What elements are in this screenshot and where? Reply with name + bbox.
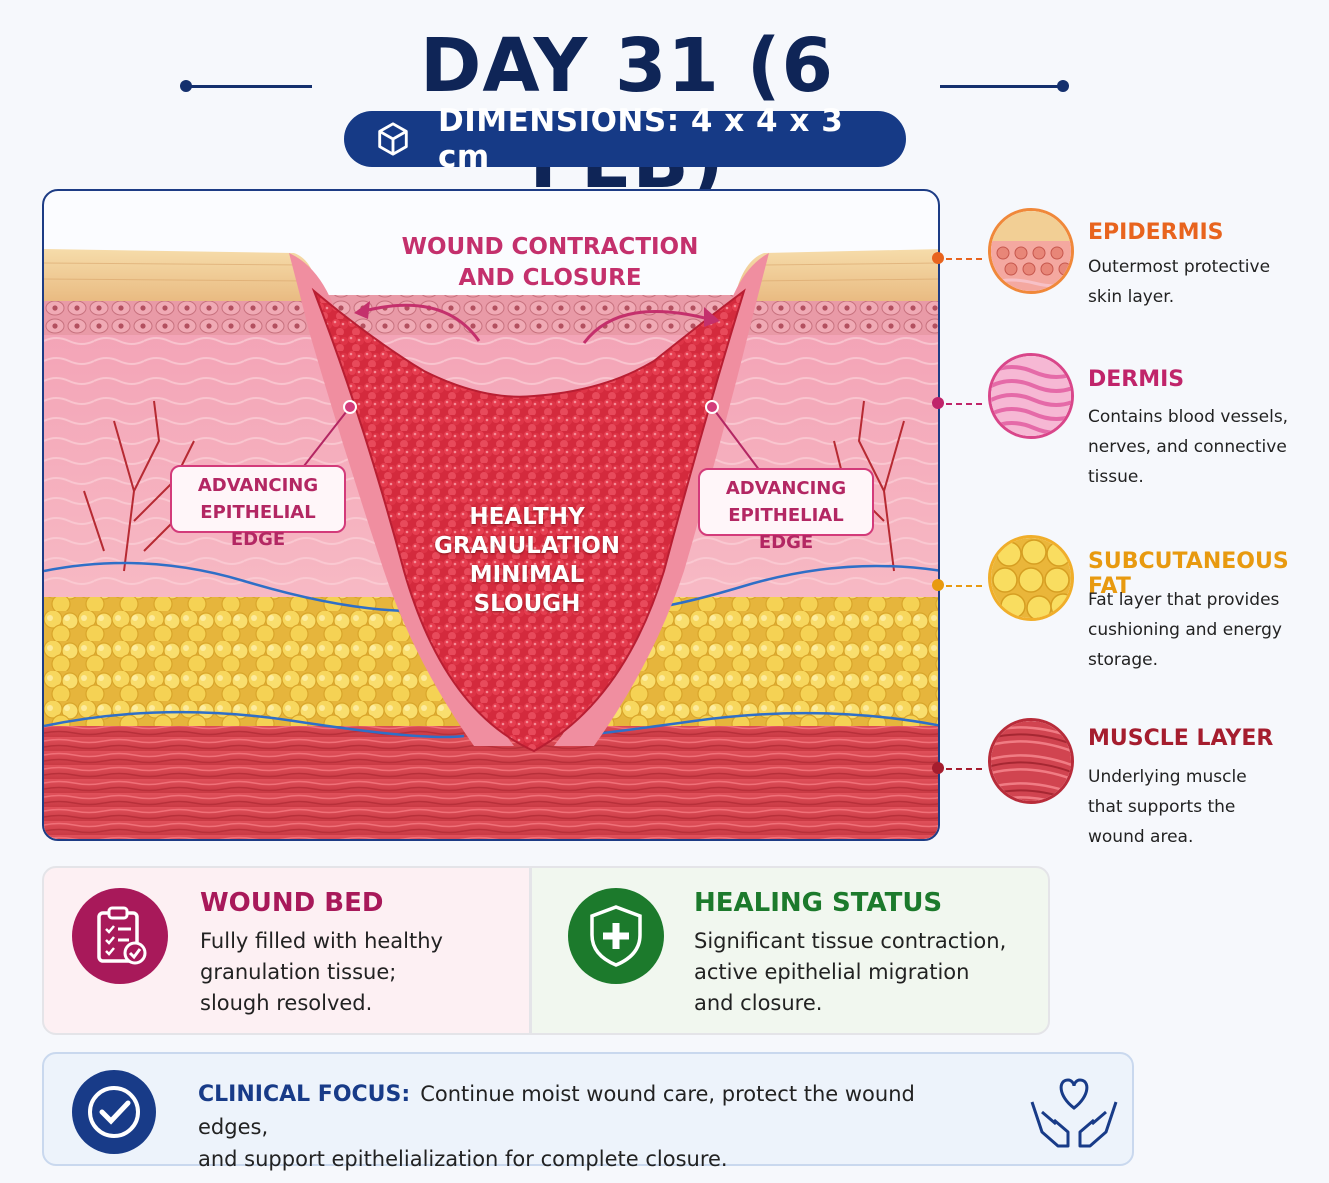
legend-desc-dermis: Contains blood vessels, nerves, and conn… <box>1088 402 1318 492</box>
dimensions-text: DIMENSIONS: 4 x 4 x 3 cm <box>437 103 844 175</box>
desc-line: wound area. <box>1088 827 1194 847</box>
desc-line: nerves, and connective <box>1088 437 1287 457</box>
cube-icon <box>378 122 408 156</box>
desc-line: storage. <box>1088 650 1158 670</box>
clinical-focus-card: CLINICAL FOCUS:Continue moist wound care… <box>42 1052 1134 1171</box>
legend-connector <box>936 768 982 770</box>
contraction-line-1: WOUND CONTRACTION <box>401 234 699 260</box>
desc-line: active epithelial migration <box>694 960 970 984</box>
wound-bed-title: WOUND BED <box>200 888 384 918</box>
muscle-icon <box>988 718 1074 804</box>
desc-line: tissue. <box>1088 467 1144 487</box>
epidermis-icon <box>988 208 1074 294</box>
granulation-line-1: HEALTHY <box>469 504 585 530</box>
fat-icon <box>988 535 1074 621</box>
clinical-focus-text: CLINICAL FOCUS:Continue moist wound care… <box>198 1078 988 1175</box>
legend-title-fat: SUBCUTANEOUS FAT <box>1088 549 1289 599</box>
legend-desc-fat: Fat layer that provides cushioning and e… <box>1088 585 1318 675</box>
clinical-focus-label: CLINICAL FOCUS: <box>198 1082 411 1107</box>
desc-line: Fully filled with healthy <box>200 929 443 953</box>
healing-status-description: Significant tissue contraction, active e… <box>694 926 1034 1019</box>
desc-line: skin layer. <box>1088 287 1175 307</box>
healing-status-card: HEALING STATUS Significant tissue contra… <box>530 866 1050 1035</box>
dermis-icon <box>988 353 1074 439</box>
wound-contraction-label: WOUND CONTRACTION AND CLOSURE <box>360 232 740 294</box>
desc-line: granulation tissue; <box>200 960 397 984</box>
edge-left-line-2: EPITHELIAL EDGE <box>200 502 316 550</box>
desc-line: that supports the <box>1088 797 1236 817</box>
legend-connector <box>936 258 982 260</box>
edge-right-line-1: ADVANCING <box>725 478 847 499</box>
healing-status-title: HEALING STATUS <box>694 888 943 918</box>
desc-line: slough resolved. <box>200 991 373 1015</box>
title-rule-right <box>940 85 1064 88</box>
clipboard-check-icon <box>72 888 168 984</box>
legend-title-epidermis: EPIDERMIS <box>1088 220 1224 245</box>
desc-line: Fat layer that provides <box>1088 590 1280 610</box>
title-rule-left <box>186 85 312 88</box>
hands-heart-icon <box>1030 1078 1118 1148</box>
desc-line: Underlying muscle <box>1088 767 1247 787</box>
dimensions-badge: DIMENSIONS: 4 x 4 x 3 cm <box>344 103 906 175</box>
edge-left-line-1: ADVANCING <box>197 475 319 496</box>
wound-bed-card: WOUND BED Fully filled with healthy gran… <box>42 866 531 1035</box>
granulation-line-2: GRANULATION <box>433 533 621 559</box>
wound-bed-description: Fully filled with healthy granulation ti… <box>200 926 520 1019</box>
legend-desc-epidermis: Outermost protective skin layer. <box>1088 252 1318 312</box>
title-dot-left <box>180 80 192 92</box>
epithelial-edge-left-label: ADVANCING EPITHELIAL EDGE <box>170 465 346 550</box>
legend-title-dermis: DERMIS <box>1088 367 1185 392</box>
check-circle-icon <box>72 1070 156 1154</box>
epithelial-edge-right-label: ADVANCING EPITHELIAL EDGE <box>698 468 874 553</box>
contraction-line-2: AND CLOSURE <box>458 265 642 291</box>
edge-right-line-2: EPITHELIAL EDGE <box>728 505 844 553</box>
clinical-focus-line-1: Continue moist wound care, protect the w… <box>198 1082 915 1139</box>
clinical-focus-line-2: and support epithelialization for comple… <box>198 1147 728 1171</box>
granulation-label: HEALTHY GRANULATION MINIMAL SLOUGH <box>414 503 640 619</box>
legend-connector <box>936 403 982 405</box>
desc-line: cushioning and energy <box>1088 620 1282 640</box>
desc-line: and closure. <box>694 991 823 1015</box>
legend-desc-muscle: Underlying muscle that supports the woun… <box>1088 762 1318 852</box>
shield-plus-icon <box>568 888 664 984</box>
desc-line: Outermost protective <box>1088 257 1271 277</box>
desc-line: Contains blood vessels, <box>1088 407 1289 427</box>
tissue-illustration <box>44 249 938 839</box>
title-dot-right <box>1057 80 1069 92</box>
legend-connector <box>936 585 982 587</box>
granulation-line-3: MINIMAL SLOUGH <box>469 562 585 617</box>
desc-line: Significant tissue contraction, <box>694 929 1007 953</box>
legend-title-muscle: MUSCLE LAYER <box>1088 726 1274 751</box>
